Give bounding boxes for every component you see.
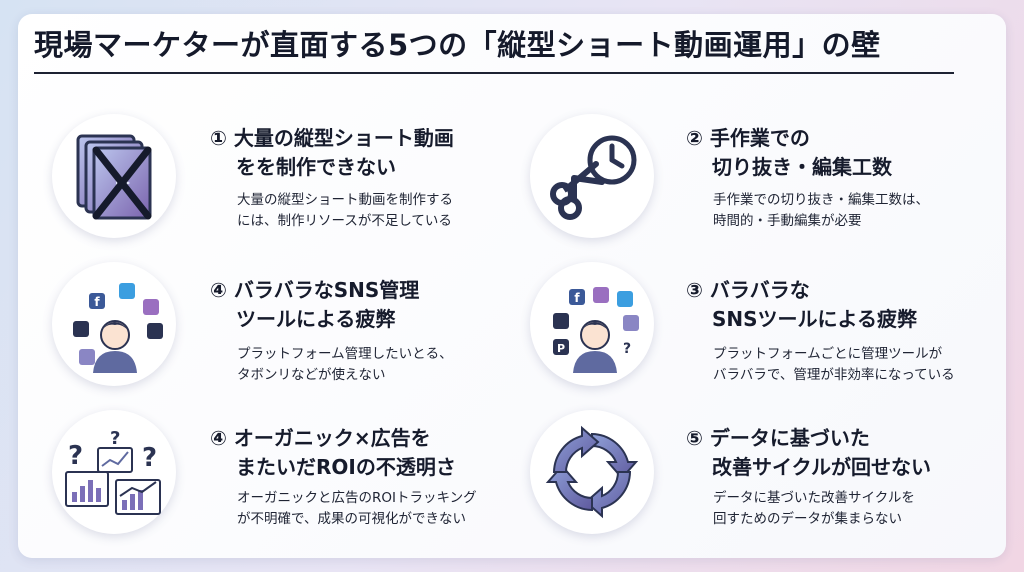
tired-person-sns-icon: f xyxy=(73,283,163,373)
svg-text:f: f xyxy=(574,291,580,305)
item-3-icon-circle: f xyxy=(52,262,176,386)
item-6-icon-circle xyxy=(530,410,654,534)
title-divider xyxy=(34,72,954,74)
scissors-clock-icon xyxy=(550,135,637,220)
item-3-description: プラットフォーム管理したいとる、 タボンリなどが使えない xyxy=(237,346,453,383)
item-6-description: データに基づいた改善サイクルを 回すためのデータが集まらない xyxy=(713,490,915,527)
item-1-icon-circle xyxy=(52,114,176,238)
page-title: 現場マーケターが直面する5つの「縦型ショート動画運用」の壁 xyxy=(34,28,881,62)
item-1-description: 大量の縦型ショート動画を制作する には、制作リソースが不足している xyxy=(237,192,453,229)
infographic-card xyxy=(18,14,1006,558)
svg-text:?: ? xyxy=(142,443,157,473)
cycle-arrows-icon xyxy=(545,425,639,519)
svg-text:?: ? xyxy=(68,441,83,471)
confused-person-sns-icon: f P ? xyxy=(553,287,639,373)
item-4-heading: ③ バラバラな SNSツールによる疲弊 xyxy=(686,278,917,331)
item-2-heading: ② 手作業での 切り抜き・編集工数 xyxy=(686,126,892,179)
svg-text:?: ? xyxy=(623,341,631,357)
crossed-out-videos-icon xyxy=(76,134,152,220)
svg-text:P: P xyxy=(557,342,565,355)
item-1-heading: ① 大量の縦型ショート動画 をを制作できない xyxy=(210,126,454,179)
item-6-heading: ⑤ データに基づいた 改善サイクルが回せない xyxy=(686,426,931,479)
charts-question-icon: ? ? ? xyxy=(65,428,161,515)
item-4-description: プラットフォームごとに管理ツールが バラバラで、管理が非効率になっている xyxy=(713,346,955,383)
item-5-heading: ④ オーガニック×広告を またいだROIの不透明さ xyxy=(210,426,456,479)
item-5-icon-circle: ? ? ? xyxy=(52,410,176,534)
svg-text:?: ? xyxy=(110,428,120,449)
item-5-description: オーガニックと広告のROIトラッキング が不明確で、成果の可視化ができない xyxy=(237,490,477,527)
svg-text:f: f xyxy=(94,295,100,309)
item-2-description: 手作業での切り抜き・編集工数は、 時間的・手動編集が必要 xyxy=(713,192,929,229)
item-2-icon-circle xyxy=(530,114,654,238)
item-4-icon-circle: f P ? xyxy=(530,262,654,386)
item-3-heading: ④ バラバラなSNS管理 ツールによる疲弊 xyxy=(210,278,420,331)
